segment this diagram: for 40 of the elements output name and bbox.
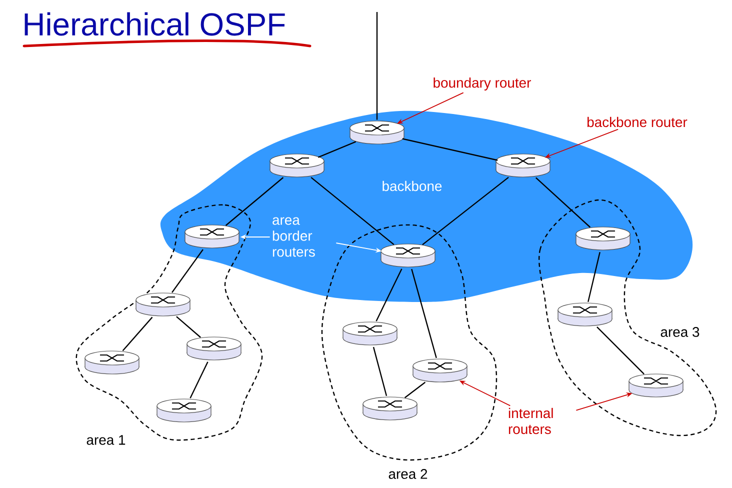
link-line — [172, 249, 204, 293]
router-icon — [628, 374, 684, 398]
router-icon — [362, 396, 418, 420]
router-icon — [576, 226, 630, 250]
link-line — [376, 268, 402, 322]
link-line — [596, 326, 644, 374]
link-line — [404, 382, 426, 398]
link-line — [376, 12, 378, 120]
router-icon — [156, 398, 212, 422]
link-line — [310, 176, 394, 246]
router-icon — [342, 322, 398, 346]
callout-text: area border routers — [272, 217, 315, 257]
link-line — [318, 141, 356, 158]
link-line — [190, 362, 208, 398]
link-line — [122, 316, 153, 352]
callout-text: boundary router — [434, 78, 531, 90]
callout-text: backbone router — [588, 116, 688, 128]
link-line — [411, 268, 437, 358]
router-icon — [412, 358, 468, 382]
area-label: area 1 — [86, 435, 126, 445]
link-line — [422, 176, 509, 246]
router-icon — [186, 336, 242, 360]
router-icon — [136, 292, 190, 316]
router-icon — [380, 244, 436, 268]
link-line — [402, 138, 498, 161]
title: Hierarchical OSPF — [24, 12, 285, 36]
router-icon — [496, 154, 550, 178]
link-line — [176, 316, 201, 338]
callout-text: internal routers — [508, 408, 553, 434]
router-icon — [270, 154, 324, 178]
router-icon — [84, 350, 140, 374]
router-icon — [558, 302, 612, 326]
router-icon — [350, 120, 404, 144]
link-line — [588, 252, 600, 302]
router-icon — [184, 224, 240, 248]
link-line — [535, 177, 591, 228]
link-line — [372, 346, 388, 396]
area-label: area 3 — [660, 327, 700, 337]
area-label: area 2 — [388, 469, 428, 479]
link-line — [225, 177, 284, 226]
